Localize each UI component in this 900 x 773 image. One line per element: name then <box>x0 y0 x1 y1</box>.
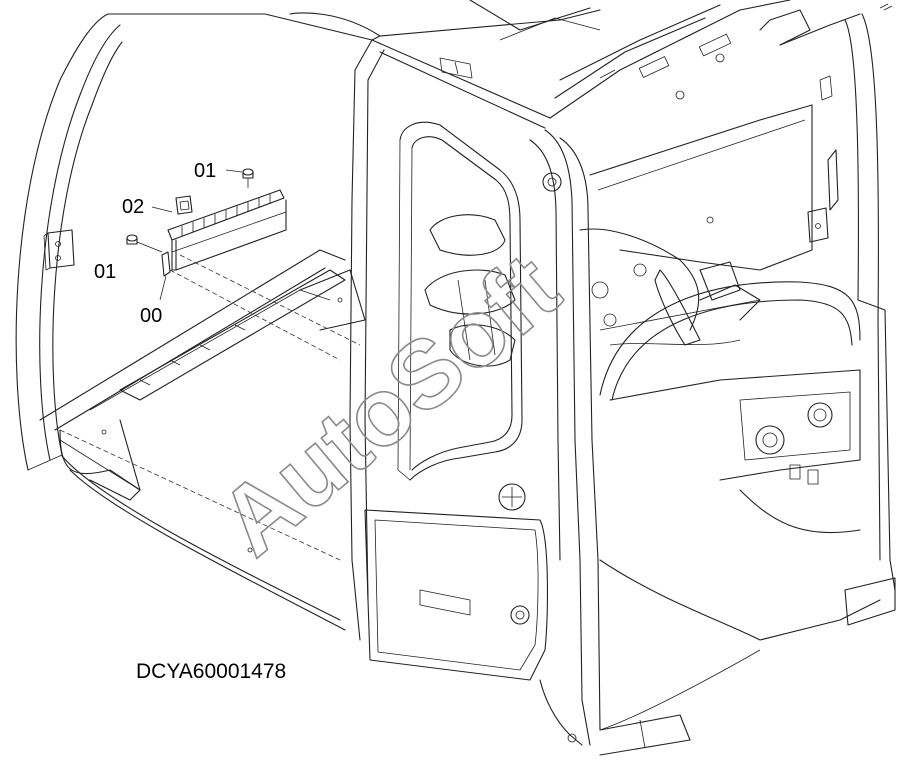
corner-mark <box>879 3 893 11</box>
floor-left <box>39 249 366 631</box>
callout-02: 02 <box>122 196 144 218</box>
center-pillar <box>349 39 601 746</box>
bolt-upper <box>242 168 254 188</box>
drawing-id-label: DCYA60001478 <box>136 660 286 683</box>
bolt-lower <box>126 234 163 253</box>
callout-01-lower: 01 <box>94 261 116 283</box>
callout-00: 00 <box>140 305 162 327</box>
clip-part <box>175 195 193 215</box>
callout-01-upper: 01 <box>194 160 216 182</box>
interior-detail <box>424 214 761 367</box>
hidden-lines <box>59 254 361 561</box>
roof-frame <box>107 0 861 129</box>
bracket-teeth <box>181 194 271 236</box>
left-rear-arch <box>15 13 123 471</box>
wiring-bracket <box>126 168 287 301</box>
right-side-frame <box>589 13 896 756</box>
